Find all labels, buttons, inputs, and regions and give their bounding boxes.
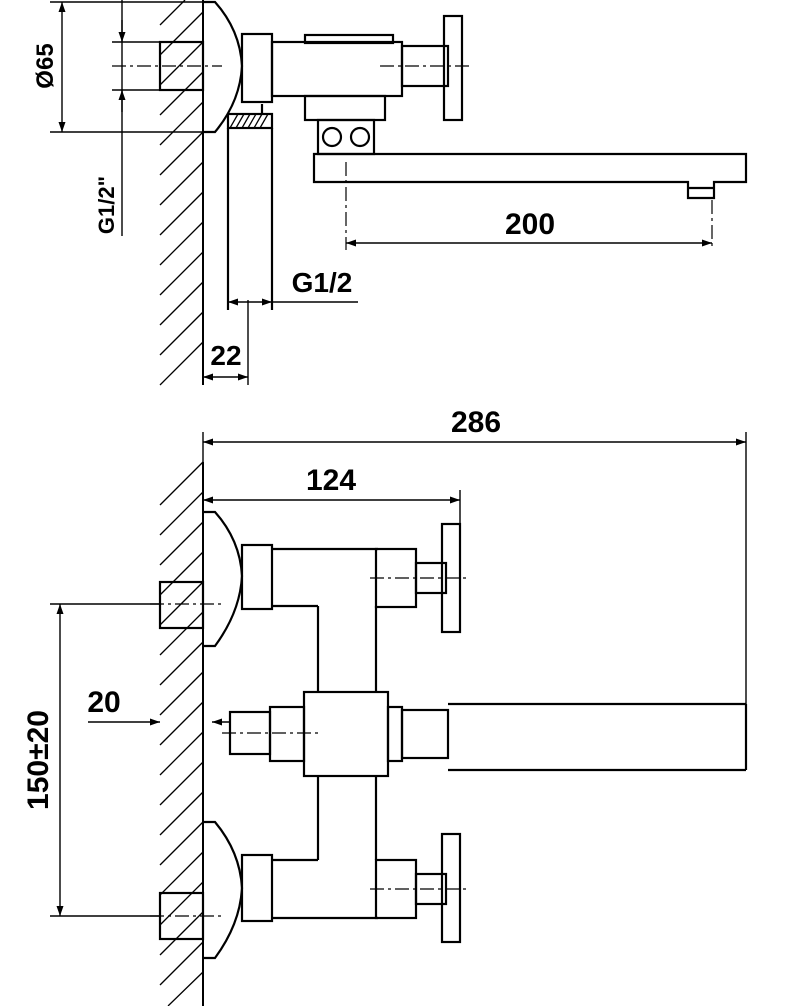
escutcheon-side	[203, 0, 244, 134]
thread-label: G1/2	[292, 267, 353, 298]
union-nut	[240, 32, 274, 104]
overall-length-dimension: 286	[202, 406, 747, 704]
eccentric-depth-dimension: 22	[203, 300, 249, 385]
thread-eccentric	[226, 104, 274, 310]
handle-distance-label: 124	[306, 464, 356, 497]
wall-offset-label: 20	[87, 686, 120, 719]
wall-hatch-top	[159, 0, 204, 386]
center-distance-dimension: 150±20	[22, 603, 160, 917]
overall-length-label: 286	[451, 406, 501, 439]
wall-connector	[112, 40, 222, 92]
diameter-dimension: Ø65	[32, 1, 203, 133]
lower-inlet	[150, 776, 378, 960]
diameter-label: Ø65	[32, 43, 59, 88]
upper-inlet	[150, 510, 378, 692]
side-view: Ø65 G1/2" 200 G1/2 22	[32, 0, 748, 386]
spout-side	[312, 152, 748, 250]
thread-vertical-label: G1/2"	[94, 176, 119, 234]
diverter-block	[303, 94, 387, 122]
front-view: 286 124 20 150±20	[22, 406, 748, 1006]
thread-vertical-dimension: G1/2"	[94, 0, 160, 236]
spout-reach-dimension: 200	[346, 208, 712, 247]
thread-dimension: G1/2	[228, 267, 358, 306]
handle-distance-dimension: 124	[203, 464, 461, 524]
handle-side	[380, 14, 470, 122]
wall-offset-dimension: 20	[87, 686, 230, 726]
upper-handle	[370, 522, 470, 634]
wall-hatch-bottom	[159, 461, 204, 1006]
central-body	[222, 690, 748, 778]
eccentric-depth-label: 22	[210, 340, 241, 371]
spout-reach-label: 200	[505, 208, 555, 241]
mixer-body-side	[270, 40, 404, 98]
center-distance-label: 150±20	[22, 710, 55, 810]
lower-handle	[370, 832, 470, 944]
